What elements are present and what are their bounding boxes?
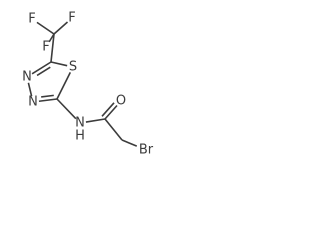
atom-label-nh: N bbox=[75, 116, 85, 131]
bond-n4-c5 bbox=[31, 61, 52, 75]
atom-hydrogen-nh: H bbox=[75, 129, 85, 144]
bond-f2-cf3 bbox=[53, 21, 69, 35]
atom-label-f1: F bbox=[28, 12, 35, 27]
bond-n4-c5-inner bbox=[36, 66, 51, 77]
bond-nh-co bbox=[85, 118, 106, 123]
bond-co-o bbox=[104, 104, 118, 120]
atom-label-n4: N bbox=[22, 70, 32, 85]
bond-co-o-second bbox=[101, 102, 115, 117]
atom-label-n3: N bbox=[28, 95, 38, 110]
bond-ch2-br bbox=[121, 139, 138, 147]
bond-f1-cf3 bbox=[36, 21, 55, 35]
atom-label-br: Br bbox=[139, 143, 154, 158]
atom-label-s: S bbox=[69, 60, 77, 75]
bonds-layer bbox=[27, 21, 138, 147]
atom-label-f3: F bbox=[42, 40, 49, 55]
atom-label-o: O bbox=[116, 94, 126, 109]
bond-c2-n3-inner bbox=[41, 94, 54, 98]
bond-co-ch2 bbox=[104, 118, 123, 141]
bond-n3-n4 bbox=[27, 82, 33, 97]
bond-c2-nh bbox=[56, 98, 77, 120]
bond-c5-s bbox=[50, 61, 68, 67]
atom-label-f2: F bbox=[68, 11, 75, 26]
bond-s-c2 bbox=[56, 72, 72, 100]
bond-cf3-c5 bbox=[50, 33, 55, 63]
bond-c2-n3 bbox=[38, 98, 58, 103]
